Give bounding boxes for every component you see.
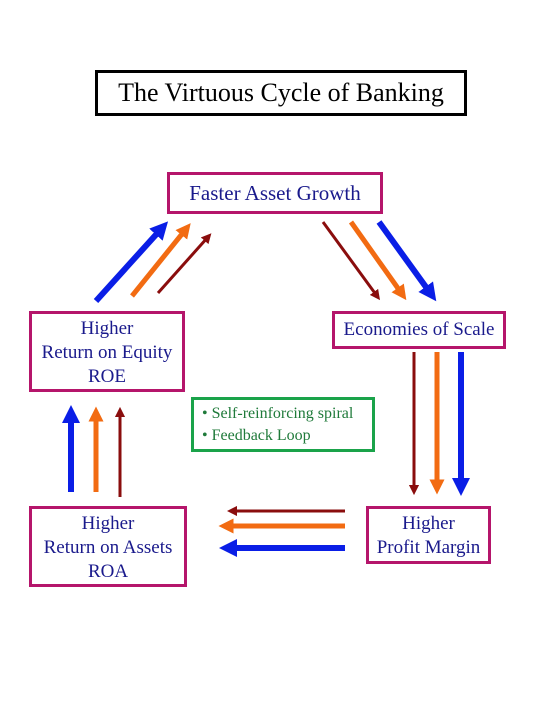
arrows-growth-to-scale: [321, 220, 437, 302]
roe-line-2: Return on Equity: [41, 342, 173, 363]
roa-line-2: Return on Assets: [43, 537, 173, 558]
diagram-title: The Virtuous Cycle of Banking: [95, 70, 467, 116]
arrow-orange-roe-growth: [130, 223, 191, 298]
node-higher-profit-margin: Higher Profit Margin: [366, 506, 491, 564]
arrow-blue-roe-growth: [93, 221, 169, 304]
arrow-orange-growth-scale: [348, 220, 407, 301]
arrow-darkred-growth-scale: [321, 221, 381, 301]
arrow-blue-growth-scale: [376, 220, 437, 302]
feedback-note: • Self-reinforcing spiral • Feedback Loo…: [191, 397, 375, 452]
node-faster-asset-growth: Faster Asset Growth: [167, 172, 383, 214]
roe-line-1: Higher: [80, 318, 134, 339]
node-economies-of-scale: Economies of Scale: [332, 311, 506, 349]
margin-line-1: Higher: [402, 513, 455, 534]
arrow-darkred-roe-growth: [156, 233, 212, 294]
roe-line-3: ROE: [88, 366, 126, 387]
roa-line-3: ROA: [87, 561, 129, 582]
note-line-2: • Feedback Loop: [202, 427, 311, 444]
arrows-roe-to-growth: [93, 221, 212, 304]
roa-line-1: Higher: [81, 513, 135, 534]
note-line-1: • Self-reinforcing spiral: [202, 405, 354, 422]
margin-line-2: Profit Margin: [376, 537, 481, 558]
node-return-on-assets: Higher Return on Assets ROA: [29, 506, 187, 587]
arrows-margin-to-roa: [218, 505, 345, 557]
arrows-scale-to-margin: [408, 352, 470, 496]
node-return-on-equity: Higher Return on Equity ROE: [29, 311, 185, 392]
arrows-roa-to-roe: [62, 405, 126, 497]
